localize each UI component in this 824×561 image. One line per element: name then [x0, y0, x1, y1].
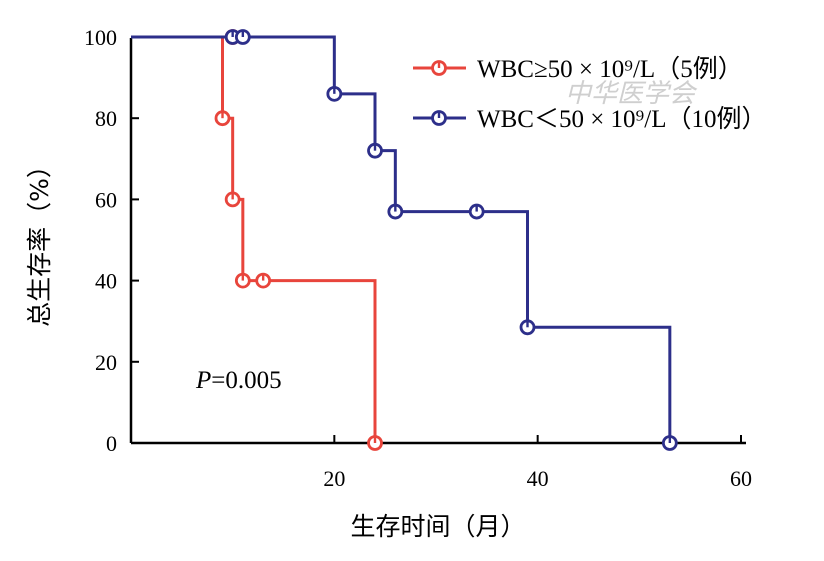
legend-label: WBC＜50 × 10⁹/L（10例）	[477, 105, 766, 133]
legend: WBC≥50 × 10⁹/L（5例） WBC＜50 × 10⁹/L（10例）	[413, 55, 766, 133]
censor-marker	[367, 435, 383, 451]
x-axis-title: 生存时间（月）	[350, 512, 525, 541]
censor-marker	[255, 272, 272, 289]
censor-marker	[224, 191, 241, 208]
y-axis-title: 总生存率（%）	[25, 153, 54, 327]
p-value-number: =0.005	[211, 367, 281, 394]
p-value-symbol: P	[195, 367, 211, 394]
y-tick-label: 60	[95, 187, 117, 212]
censor-marker	[234, 29, 251, 45]
censor-marker	[214, 110, 231, 127]
x-tick-label: 60	[730, 466, 752, 491]
censor-marker	[468, 203, 485, 220]
censor-marker	[519, 319, 536, 336]
censor-marker	[326, 85, 343, 102]
y-tick-label: 80	[95, 106, 117, 131]
censor-marker	[661, 435, 678, 451]
watermark: 中华医学会	[565, 79, 698, 109]
y-tick-label: 100	[84, 25, 117, 50]
x-tick-label: 40	[527, 466, 549, 491]
series-layer	[131, 29, 678, 451]
ticks: 0 20 40 60 80 100 20 40 60	[84, 25, 752, 491]
p-value-annotation: P=0.005	[195, 367, 282, 394]
legend-marker	[431, 110, 447, 126]
legend-label: WBC≥50 × 10⁹/L（5例）	[477, 55, 743, 83]
censor-marker	[234, 272, 251, 289]
series-line-2	[131, 35, 672, 443]
censor-marker	[387, 203, 404, 220]
x-tick-label: 20	[323, 466, 345, 491]
legend-marker	[431, 60, 447, 76]
y-tick-label: 0	[106, 431, 117, 456]
axes	[129, 38, 746, 445]
y-tick-label: 20	[95, 350, 117, 375]
censor-marker	[367, 142, 383, 159]
y-tick-label: 40	[95, 269, 117, 294]
